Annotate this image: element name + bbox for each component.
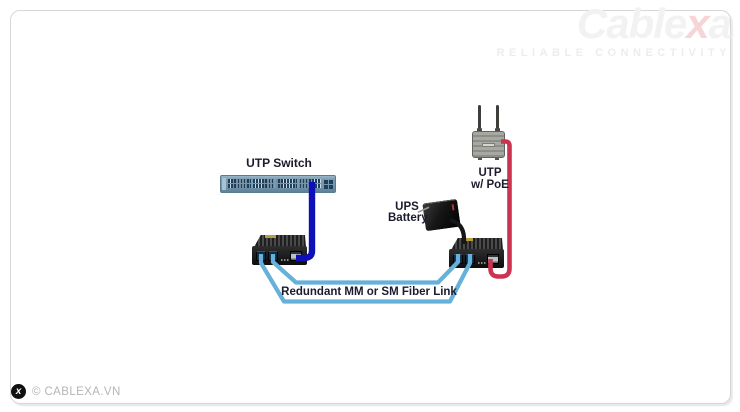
fiber-port-1 [453,254,463,264]
converter-front-panel [252,246,307,265]
ups-battery-label-line2: Battery [388,212,428,224]
converter-top-vents [254,235,306,247]
converter-front-panel [449,249,504,268]
ups-battery-label-line1: UPS [395,201,419,213]
switch-port-group-separator [297,179,299,188]
ups-logo-mark [451,204,455,211]
media-converter-right [449,237,504,269]
access-point-foot [478,157,482,160]
fiber-link-label: Redundant MM or SM Fiber Link [281,286,457,298]
logo-accent-x: x [686,0,709,47]
brand-wordmark: Cablexa [497,0,732,47]
logo-prefix: Cable [576,0,687,47]
antenna-right [495,105,500,133]
switch-left-panel [222,178,226,190]
utp-switch-device [220,175,336,193]
antenna-left [477,105,482,133]
converter-label-chip [462,238,473,241]
switch-port-group-separator [274,179,276,188]
converter-led-row [478,262,489,264]
switch-sfp-ports [324,180,328,184]
brand-logo: Cablexa RELIABLE CONNECTIVITY [496,0,732,60]
cablexa-mark-icon: x [11,384,26,399]
fiber-port-1 [256,251,266,261]
utp-poe-label-line1: UTP [478,167,502,179]
ups-battery-label: UPS Battery [388,201,428,224]
ups-battery-device [422,198,461,232]
brand-tagline: RELIABLE CONNECTIVITY [496,47,731,59]
rj45-port [290,251,302,261]
access-point-label-chip [482,143,495,147]
fiber-port-2 [268,251,278,261]
antenna-base [495,128,500,133]
antenna-base [477,128,482,133]
switch-port-group-separator [251,179,253,188]
copyright-text: © CABLEXA.VN [32,386,121,398]
converter-label-chip [265,235,276,238]
utp-poe-label: UTP w/ PoE [462,167,518,191]
logo-suffix: a [708,0,732,47]
media-converter-left [252,234,307,266]
utp-poe-label-line2: w/ PoE [471,179,509,191]
fiber-port-2 [465,254,475,264]
diagram-card [10,10,731,404]
rj45-port [487,254,499,264]
access-point-device [472,131,505,158]
utp-switch-label: UTP Switch [246,156,312,170]
